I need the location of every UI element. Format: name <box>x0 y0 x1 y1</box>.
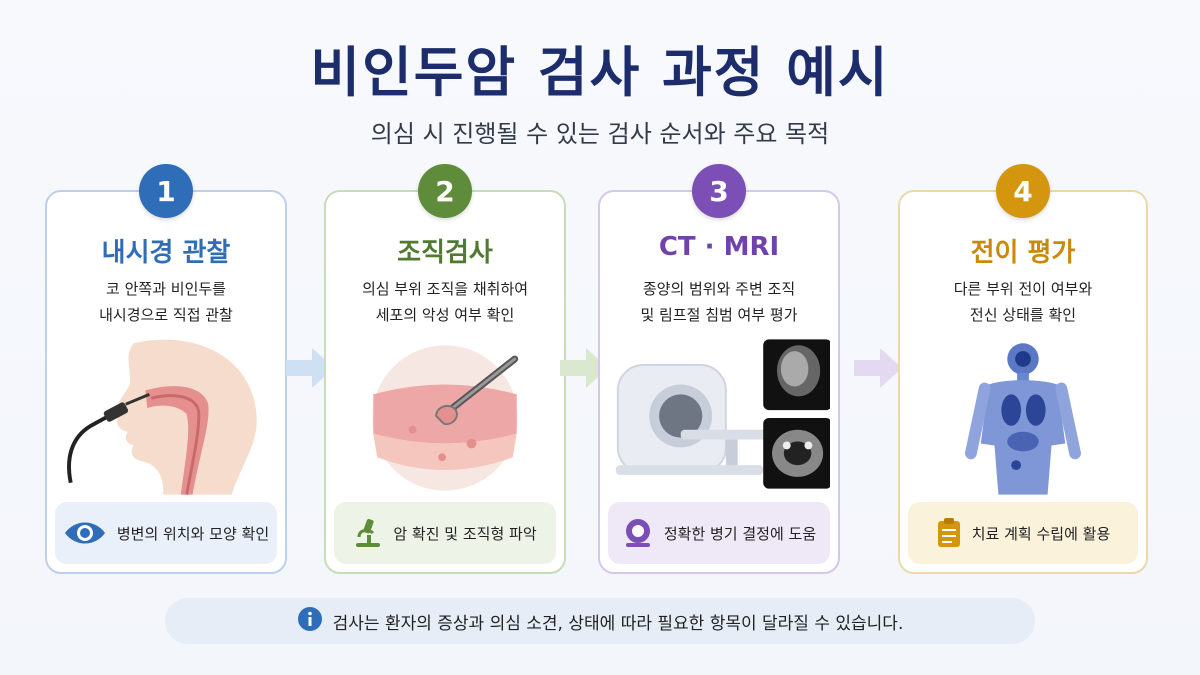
step-footer: 병변의 위치와 모양 확인 <box>55 502 277 564</box>
scanner-icon <box>622 517 654 549</box>
step-description: 종양의 범위와 주변 조직 및 림프절 침범 여부 평가 <box>610 276 828 328</box>
step-description: 의심 부위 조직을 채취하여 세포의 악성 여부 확인 <box>336 276 554 328</box>
step-description-line: 다른 부위 전이 여부와 <box>953 280 1093 298</box>
ct-mri-scanner-illustration <box>615 339 830 489</box>
step-description-line: 세포의 악성 여부 확인 <box>375 306 515 324</box>
step-footer: 암 확진 및 조직형 파악 <box>334 502 556 564</box>
step-card-endoscopy: 1 내시경 관찰 코 안쪽과 비인두를 내시경으로 직접 관찰 병변의 위치와 … <box>45 164 287 574</box>
step-number-badge: 1 <box>139 164 193 218</box>
step-number-badge: 3 <box>692 164 746 218</box>
biopsy-tissue-illustration <box>372 345 519 491</box>
step-description-line: 의심 부위 조직을 채취하여 <box>361 280 529 298</box>
step-footer: 정확한 병기 결정에 도움 <box>608 502 830 564</box>
page-subtitle: 의심 시 진행될 수 있는 검사 순서와 주요 목적 <box>370 120 830 148</box>
step-description-line: 전신 상태를 확인 <box>969 306 1077 324</box>
step-number-badge: 4 <box>996 164 1050 218</box>
info-note-text: 검사는 환자의 증상과 의심 소견, 상태에 따라 필요한 항목이 달라질 수 … <box>332 613 904 634</box>
step-number-badge: 2 <box>418 164 472 218</box>
info-note: 검사는 환자의 증상과 의심 소견, 상태에 따라 필요한 항목이 달라질 수 … <box>165 598 1035 644</box>
step-footer-text: 정확한 병기 결정에 도움 <box>663 524 817 543</box>
step-description-line: 종양의 범위와 주변 조직 <box>642 280 796 298</box>
page-title: 비인두암 검사 과정 예시 <box>310 41 890 104</box>
step-card-biopsy: 2 조직검사 의심 부위 조직을 채취하여 세포의 악성 여부 확인 암 확진 … <box>324 164 566 574</box>
step-description: 다른 부위 전이 여부와 전신 상태를 확인 <box>910 276 1136 328</box>
step-arrow <box>854 348 902 388</box>
body-scan-illustration <box>965 343 1081 495</box>
step-footer-text: 병변의 위치와 모양 확인 <box>116 524 270 543</box>
step-footer-text: 암 확진 및 조직형 파악 <box>393 524 537 543</box>
step-arrow <box>560 348 608 388</box>
step-description-line: 코 안쪽과 비인두를 <box>106 280 226 298</box>
step-title: 전이 평가 <box>970 238 1076 268</box>
step-title: 내시경 관찰 <box>101 238 231 268</box>
step-footer-text: 치료 계획 수립에 활용 <box>971 524 1111 543</box>
step-description-line: 및 림프절 침범 여부 평가 <box>640 306 798 324</box>
eye-icon <box>63 519 107 547</box>
step-arrow <box>286 348 334 388</box>
step-card-metastasis: 4 전이 평가 다른 부위 전이 여부와 전신 상태를 확인 치료 계획 수립에… <box>898 164 1148 574</box>
endoscopy-head-illustration <box>67 339 257 495</box>
step-card-ct-mri: 3 CT · MRI 종양의 범위와 주변 조직 및 림프절 침범 여부 평가 … <box>598 164 840 574</box>
step-title: 조직검사 <box>397 238 493 268</box>
clipboard-icon <box>936 517 962 549</box>
step-title: CT · MRI <box>658 232 780 262</box>
microscope-icon <box>353 517 383 549</box>
step-footer: 치료 계획 수립에 활용 <box>908 502 1138 564</box>
step-description: 코 안쪽과 비인두를 내시경으로 직접 관찰 <box>57 276 275 328</box>
info-icon <box>297 606 323 637</box>
step-description-line: 내시경으로 직접 관찰 <box>99 306 233 324</box>
